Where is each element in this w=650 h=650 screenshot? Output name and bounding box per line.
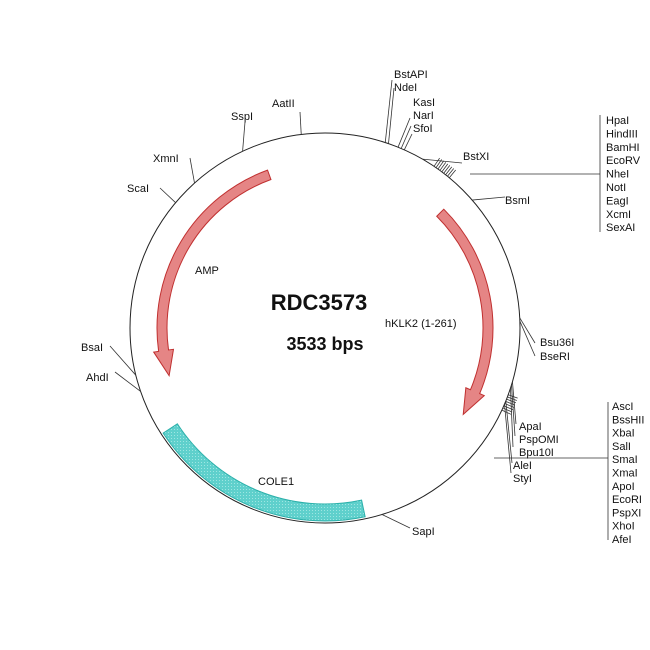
site-label: AatII [272, 98, 295, 110]
site-tick [519, 321, 536, 357]
site-tick [422, 158, 463, 164]
site-label: BstAPI [394, 69, 428, 81]
plasmid-name: RDC3573 [271, 290, 368, 315]
site-tick [403, 133, 413, 151]
site-label: EcoRI [612, 494, 642, 506]
site-label: XmaI [612, 468, 638, 480]
backbone-circle [129, 132, 521, 524]
site-tick [505, 400, 516, 406]
site-tick [384, 79, 393, 143]
site-tick [435, 159, 443, 168]
site-tick [242, 121, 246, 152]
site-label: StyI [513, 473, 532, 485]
site-label: XcmI [606, 209, 631, 221]
site-label: AhdI [86, 372, 109, 384]
plasmid-size: 3533 bps [286, 334, 363, 354]
site-label: PspXI [612, 507, 641, 519]
site-tick [433, 157, 440, 167]
site-tick [501, 409, 512, 415]
site-label: HindIII [606, 128, 638, 140]
feature-label-hklk2: hKLK2 (1-261) [385, 318, 457, 330]
site-label: BamHI [606, 142, 640, 154]
site-tick [505, 401, 513, 464]
site-label: BstXI [463, 151, 489, 163]
site-tick [189, 157, 195, 184]
site-label: AfeI [612, 534, 632, 546]
site-tick [448, 169, 456, 179]
site-label: BsmI [505, 195, 530, 207]
site-tick [443, 165, 451, 174]
site-tick [439, 162, 447, 171]
site-label: SexAI [606, 222, 635, 234]
site-label: AleI [513, 460, 532, 472]
site-label: XhoI [612, 521, 635, 533]
site-label: AscI [612, 401, 633, 413]
site-label: ApoI [612, 481, 635, 493]
site-label: NarI [413, 110, 434, 122]
site-tick [388, 87, 395, 144]
site-tick [445, 166, 453, 176]
site-label: NheI [606, 169, 629, 181]
site-label: ScaI [127, 183, 149, 195]
site-tick [511, 384, 516, 437]
site-label: BssHII [612, 414, 644, 426]
feature-label-amp: AMP [195, 265, 219, 277]
site-tick [508, 394, 518, 399]
site-tick [512, 381, 517, 425]
site-label: Bpu10I [519, 447, 554, 459]
site-tick [381, 514, 411, 529]
cole1-band [162, 423, 366, 522]
site-label: XbaI [612, 428, 635, 440]
site-label: BsaI [81, 342, 103, 354]
site-tick [114, 371, 141, 392]
site-label: Bsu36I [540, 337, 574, 349]
site-label: SapI [412, 526, 435, 538]
site-label: KasI [413, 97, 435, 109]
site-tick [510, 388, 514, 448]
site-label: BseRI [540, 351, 570, 363]
site-tick [397, 117, 411, 148]
site-label: HpaI [606, 115, 629, 127]
site-label: NotI [606, 182, 626, 194]
site-tick [519, 317, 536, 344]
amp-arrow [152, 169, 272, 378]
site-tick [504, 404, 512, 474]
site-label: EagI [606, 195, 629, 207]
site-label: EcoRV [606, 155, 641, 167]
site-label: SfoI [413, 123, 433, 135]
feature-label-cole1: COLE1 [258, 476, 294, 488]
site-label: SmaI [612, 454, 638, 466]
site-tick [159, 187, 176, 203]
site-tick [441, 163, 449, 173]
site-tick [502, 407, 513, 413]
site-label: NdeI [394, 82, 417, 94]
site-tick [437, 160, 445, 170]
site-label: ApaI [519, 421, 542, 433]
site-label: SspI [231, 111, 253, 123]
site-tick [447, 168, 455, 177]
site-label: PspOMI [519, 434, 559, 446]
hklk2-arrow [436, 208, 494, 416]
site-tick [299, 111, 302, 135]
site-tick [109, 345, 137, 376]
site-tick [472, 196, 506, 201]
site-label: XmnI [153, 153, 179, 165]
site-label: SalI [612, 441, 631, 453]
site-tick [400, 125, 412, 149]
